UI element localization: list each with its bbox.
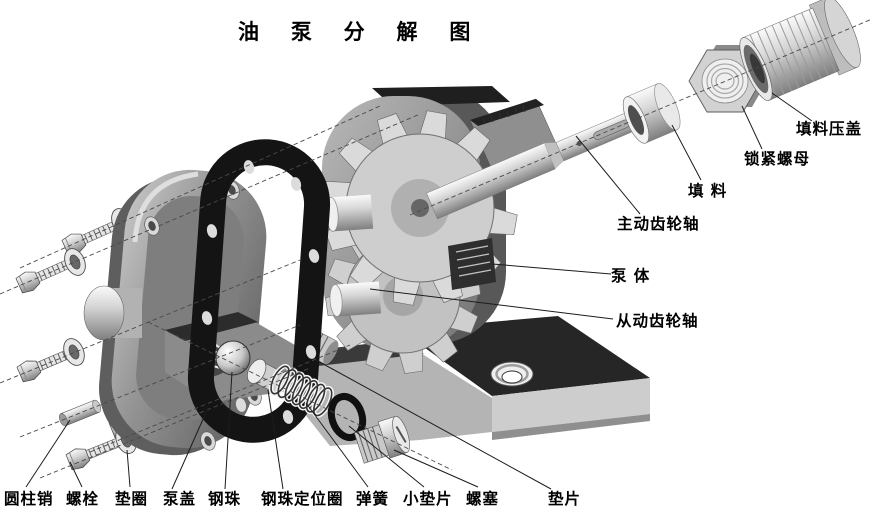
label-washer: 垫圈 <box>115 489 148 508</box>
driven-shaft-stub <box>329 281 382 317</box>
gasket-holes <box>201 160 320 424</box>
label-pump-body: 泵 体 <box>610 266 651 285</box>
small-washer-oring <box>327 392 367 442</box>
pump-body <box>296 86 559 375</box>
label-cylindrical-pin: 圆柱销 <box>4 489 54 508</box>
gasket <box>187 139 331 443</box>
label-packing-gland: 填料压盖 <box>796 119 862 138</box>
packing-ring <box>622 83 681 144</box>
cover-boss <box>83 285 125 341</box>
label-pump-cover: 泵盖 <box>162 489 196 508</box>
washer <box>59 334 89 370</box>
stuffing-boss-threads <box>482 105 526 125</box>
washer <box>60 244 90 280</box>
label-bolt: 螺栓 <box>66 489 99 508</box>
label-driving-gear-shaft: 主动齿轮轴 <box>617 214 700 233</box>
diagram-title: 油 泵 分 解 图 <box>238 20 483 44</box>
cover-highlight <box>132 171 199 243</box>
leader-lines <box>25 92 813 490</box>
base-bolt-hole-inner <box>501 370 523 384</box>
label-packing: 填 料 <box>688 181 728 200</box>
base-front-lip <box>492 414 650 440</box>
label-lock-nut: 锁紧螺母 <box>744 149 810 168</box>
label-gasket: 垫片 <box>548 489 581 508</box>
label-ball-retainer-ring: 钢珠定位圈 <box>261 489 344 508</box>
label-driven-gear-shaft: 从动齿轮轴 <box>616 311 699 330</box>
part-labels: 填料压盖 锁紧螺母 填 料 主动齿轮轴 泵 体 从动齿轮轴 垫片 圆柱销 螺栓 … <box>4 119 862 508</box>
cylindrical-pin <box>59 399 101 427</box>
body-side-port <box>448 238 496 290</box>
base-left-foot <box>300 340 492 446</box>
label-screw-plug: 螺塞 <box>466 489 499 508</box>
label-steel-ball: 钢珠 <box>208 489 241 508</box>
driving-shaft-stub <box>325 194 374 232</box>
packing-gland <box>739 0 861 101</box>
assembly-axes <box>0 18 873 479</box>
steel-ball <box>215 340 251 376</box>
label-small-washer: 小垫片 <box>403 489 453 508</box>
label-spring: 弹簧 <box>356 489 389 508</box>
spring <box>268 364 334 418</box>
